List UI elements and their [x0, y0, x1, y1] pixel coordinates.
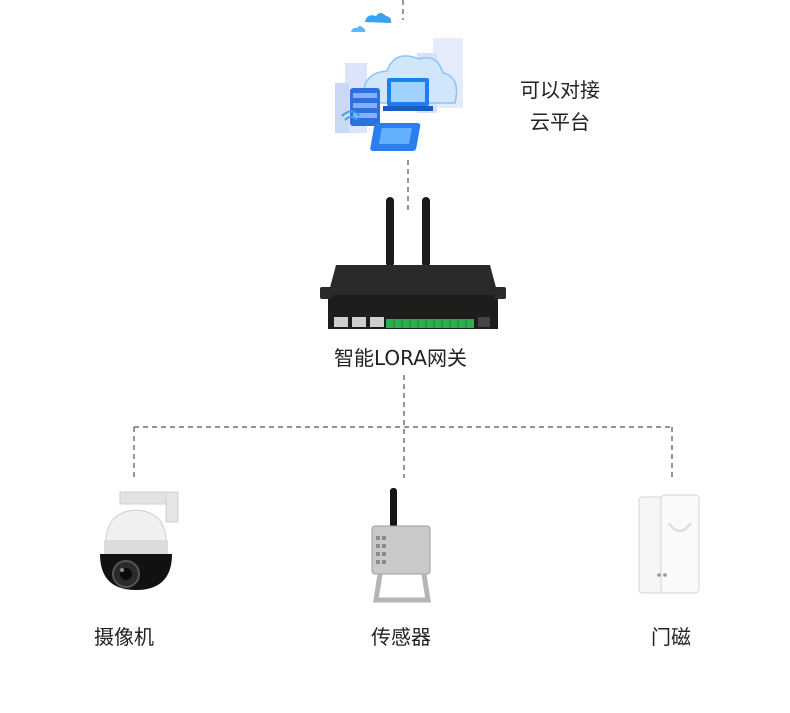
door-magnet-label: 门磁 — [651, 625, 691, 649]
sensor-bracket — [373, 573, 431, 603]
camera-image — [100, 491, 179, 590]
antenna-left — [386, 197, 394, 267]
door-magnet-image — [638, 494, 700, 594]
sensor-label: 传感器 — [371, 625, 431, 649]
cloud-caption: 可以对接 云平台 — [500, 74, 620, 138]
cloud-caption-line2: 云平台 — [530, 110, 590, 134]
door-magnet-led — [657, 573, 661, 577]
lora-gateway-image — [320, 197, 506, 329]
gateway-label: 智能LORA网关 — [334, 346, 467, 370]
terminal-block — [386, 319, 474, 328]
sensor-antenna — [390, 488, 397, 528]
door-magnet-body — [660, 494, 700, 594]
antenna-right — [422, 197, 430, 267]
ethernet-ports — [334, 317, 384, 327]
camera-label: 摄像机 — [94, 625, 154, 649]
sensor-image — [371, 488, 431, 603]
wifi-icon — [344, 116, 358, 121]
cloud-platform-illustration — [335, 13, 463, 151]
power-jack — [478, 317, 490, 327]
small-cloud-icon — [365, 13, 392, 23]
cloud-caption-line1: 可以对接 — [520, 78, 600, 102]
